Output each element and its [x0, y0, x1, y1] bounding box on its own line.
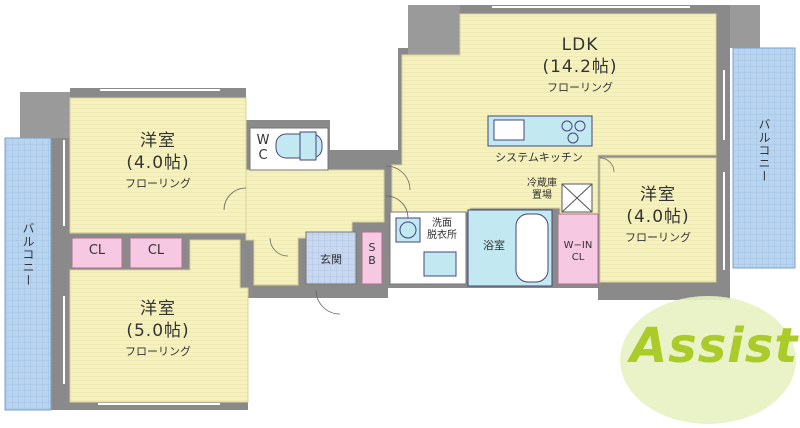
room-ldk	[391, 13, 717, 217]
wash-basin	[423, 251, 457, 277]
western-nw-name: 洋室	[140, 131, 176, 151]
ldk-name: LDK	[561, 35, 599, 55]
corner-block-l	[20, 92, 70, 138]
entrance	[305, 231, 357, 285]
balcony-right	[732, 47, 796, 269]
hallway	[245, 169, 385, 286]
door-swings	[223, 157, 615, 315]
western-nw-floor: フローリング	[125, 177, 191, 190]
closet-2-label: CL	[147, 243, 165, 258]
bath-label: 浴室	[483, 239, 505, 252]
room-western-sw	[69, 239, 249, 403]
corner-block-tl	[408, 5, 460, 55]
western-sw-floor: フローリング	[125, 345, 191, 358]
western-sw-size: (5.0帖)	[126, 321, 190, 341]
sb-label: S B	[368, 241, 376, 267]
western-sw-name: 洋室	[140, 299, 176, 319]
bathtub	[515, 213, 549, 283]
entrance-label: 玄関	[320, 253, 342, 266]
fridge-label: 冷蔵庫 置場	[527, 178, 557, 201]
closet-1-label: CL	[88, 243, 106, 258]
room-western-nw	[69, 97, 247, 234]
room-western-e	[599, 157, 717, 283]
kitchen-sink	[493, 119, 525, 141]
closet-2	[129, 237, 183, 269]
shoe-box	[361, 231, 383, 285]
window-marks	[63, 6, 725, 405]
washroom-label: 洗面 脱衣所	[427, 218, 457, 241]
ldk-size: (14.2帖)	[542, 57, 618, 77]
ldk-floor: フローリング	[547, 81, 613, 94]
logo-circle	[620, 296, 796, 424]
western-e-name: 洋室	[640, 185, 676, 205]
kitchen-label: システムキッチン	[495, 151, 583, 164]
balcony-right-label: バルコニー	[757, 118, 771, 183]
balcony-left-label: バルコニー	[21, 222, 35, 287]
closet-1	[71, 237, 123, 269]
wc-label: W C	[256, 133, 270, 163]
western-e-floor: フローリング	[625, 231, 691, 244]
wic-label: W−IN CL	[563, 240, 593, 263]
western-e-size: (4.0帖)	[626, 207, 690, 227]
logo-text: Assist	[630, 318, 799, 374]
western-nw-size: (4.0帖)	[126, 153, 190, 173]
walk-in-closet	[557, 213, 599, 285]
stove-burner	[561, 120, 573, 132]
corner-block-tr	[730, 5, 760, 48]
